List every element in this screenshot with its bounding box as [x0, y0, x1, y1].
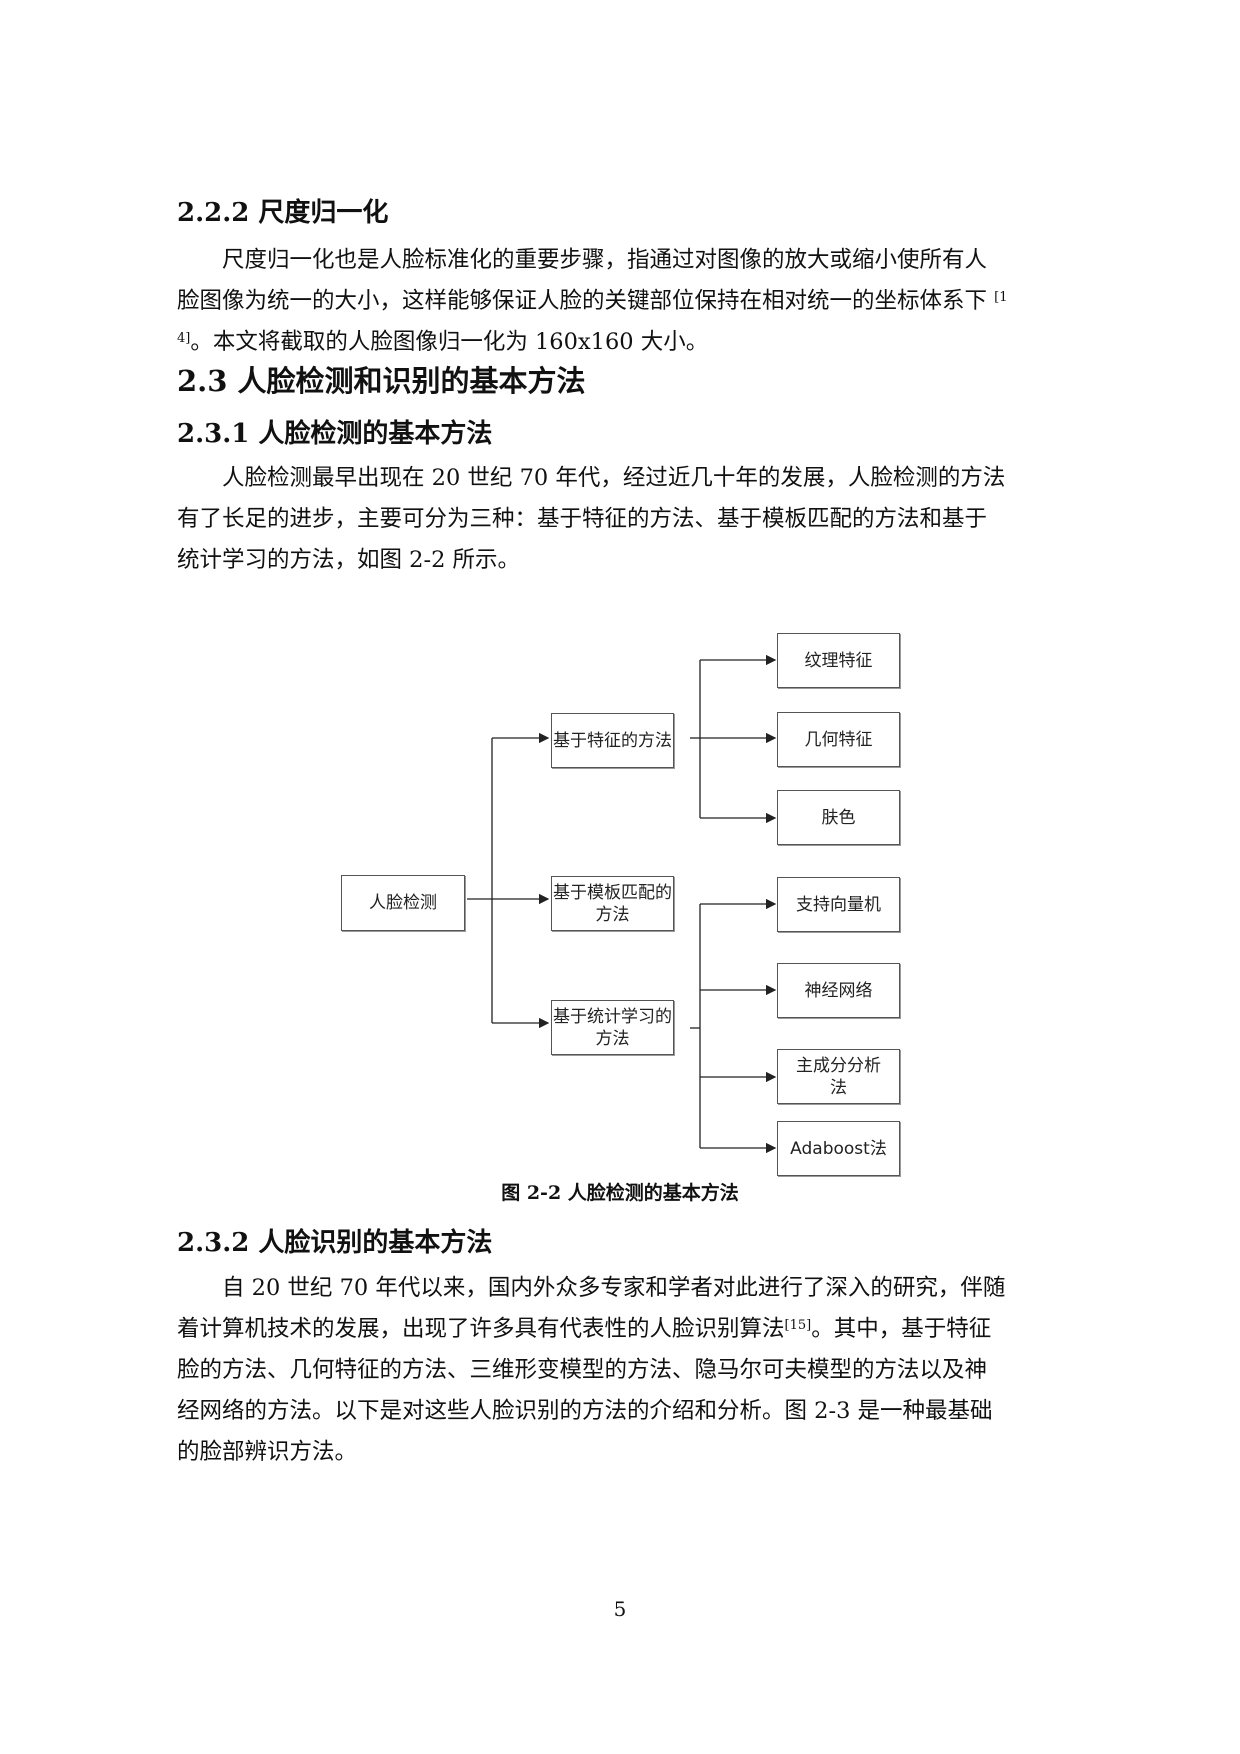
section-heading-2-2-2: 2.2.2 尺度归一化	[177, 198, 389, 228]
paragraph-line: 有了长足的进步，主要可分为三种：基于特征的方法、基于模板匹配的方法和基于	[177, 506, 988, 532]
diagram-node-texture: 纹理特征	[777, 633, 900, 688]
paragraph-line: 脸的方法、几何特征的方法、三维形变模型的方法、隐马尔可夫模型的方法以及神	[177, 1357, 988, 1383]
section-heading-2-3: 2.3 人脸检测和识别的基本方法	[177, 364, 586, 398]
paragraph-line: 脸图像为统一的大小，这样能够保证人脸的关键部位保持在相对统一的坐标体系下 [1	[177, 288, 1008, 314]
citation: [15]	[784, 1318, 812, 1333]
diagram-node-template-matching: 基于模板匹配的方法	[551, 876, 674, 931]
section-heading-2-3-2: 2.3.2 人脸识别的基本方法	[177, 1228, 493, 1258]
figure-caption: 图 2-2 人脸检测的基本方法	[501, 1182, 739, 1204]
diagram-node-statistical-learning: 基于统计学习的方法	[551, 1000, 674, 1055]
paragraph-line: 经网络的方法。以下是对这些人脸识别的方法的介绍和分析。图 2-3 是一种最基础	[177, 1398, 993, 1424]
diagram-node-neural-network: 神经网络	[777, 963, 900, 1018]
diagram-node-root: 人脸检测	[341, 875, 465, 931]
paragraph-line: 的脸部辨识方法。	[177, 1439, 358, 1465]
paragraph-line: 尺度归一化也是人脸标准化的重要步骤，指通过对图像的放大或缩小使所有人	[222, 247, 988, 273]
paragraph-scale-normalization: 尺度归一化也是人脸标准化的重要步骤，指通过对图像的放大或缩小使所有人 脸图像为统…	[177, 240, 1087, 363]
paragraph-line: 人脸检测最早出现在 20 世纪 70 年代，经过近几十年的发展，人脸检测的方法	[222, 465, 1006, 491]
diagram-node-geometry: 几何特征	[777, 712, 900, 767]
diagram-node-svm: 支持向量机	[777, 877, 900, 932]
diagram-node-feature-based: 基于特征的方法	[551, 713, 674, 768]
page-number: 5	[613, 1597, 627, 1621]
paragraph-face-recognition: 自 20 世纪 70 年代以来，国内外众多专家和学者对此进行了深入的研究，伴随 …	[177, 1268, 1087, 1473]
section-heading-2-3-1: 2.3.1 人脸检测的基本方法	[177, 419, 493, 449]
paragraph-line: 自 20 世纪 70 年代以来，国内外众多专家和学者对此进行了深入的研究，伴随	[222, 1275, 1006, 1301]
diagram-node-pca: 主成分分析法	[777, 1049, 900, 1104]
citation: [1	[994, 290, 1008, 305]
diagram-node-skin-color: 肤色	[777, 790, 900, 845]
paragraph-line: 4]。本文将截取的人脸图像归一化为 160x160 大小。	[177, 329, 709, 355]
paragraph-line: 统计学习的方法，如图 2-2 所示。	[177, 547, 521, 573]
citation: 4]	[177, 331, 191, 346]
diagram-node-adaboost: Adaboost法	[777, 1121, 900, 1176]
paragraph-face-detection: 人脸检测最早出现在 20 世纪 70 年代，经过近几十年的发展，人脸检测的方法 …	[177, 458, 1087, 581]
paragraph-line: 着计算机技术的发展，出现了许多具有代表性的人脸识别算法[15]。其中，基于特征	[177, 1316, 992, 1342]
